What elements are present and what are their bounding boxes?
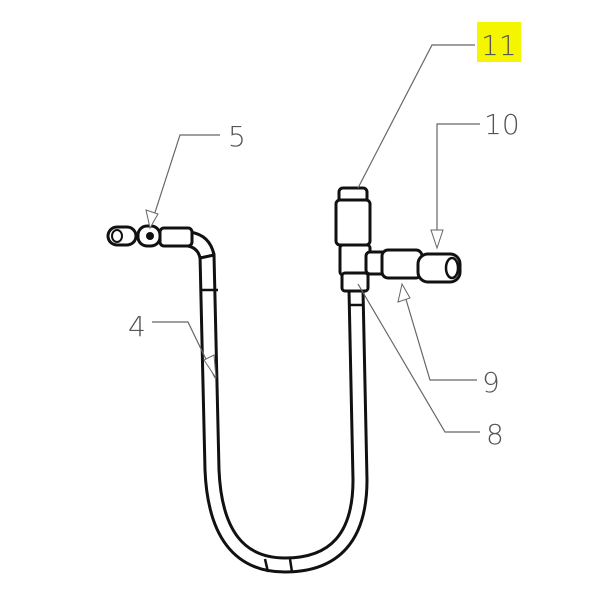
leader-10: [436, 123, 480, 246]
arrow-4: [203, 354, 217, 379]
leader-5: [149, 134, 220, 229]
leader-9: [401, 285, 477, 381]
left-elbow-fitting: [106, 224, 216, 260]
callout-4: 4: [128, 310, 146, 343]
hose-assembly: [198, 246, 369, 574]
highlight-box: [477, 22, 521, 62]
callout-5: 5: [228, 120, 246, 153]
arrow-10: [430, 229, 444, 250]
leader-8: [357, 283, 480, 433]
arrow-9: [397, 282, 411, 303]
callout-11: 11: [481, 29, 517, 62]
callout-9: 9: [482, 366, 500, 399]
callout-8: 8: [486, 418, 504, 451]
tee-fitting: [334, 186, 462, 293]
callout-10: 10: [484, 108, 520, 141]
arrow-5: [145, 209, 159, 230]
leader-11: [357, 44, 475, 189]
